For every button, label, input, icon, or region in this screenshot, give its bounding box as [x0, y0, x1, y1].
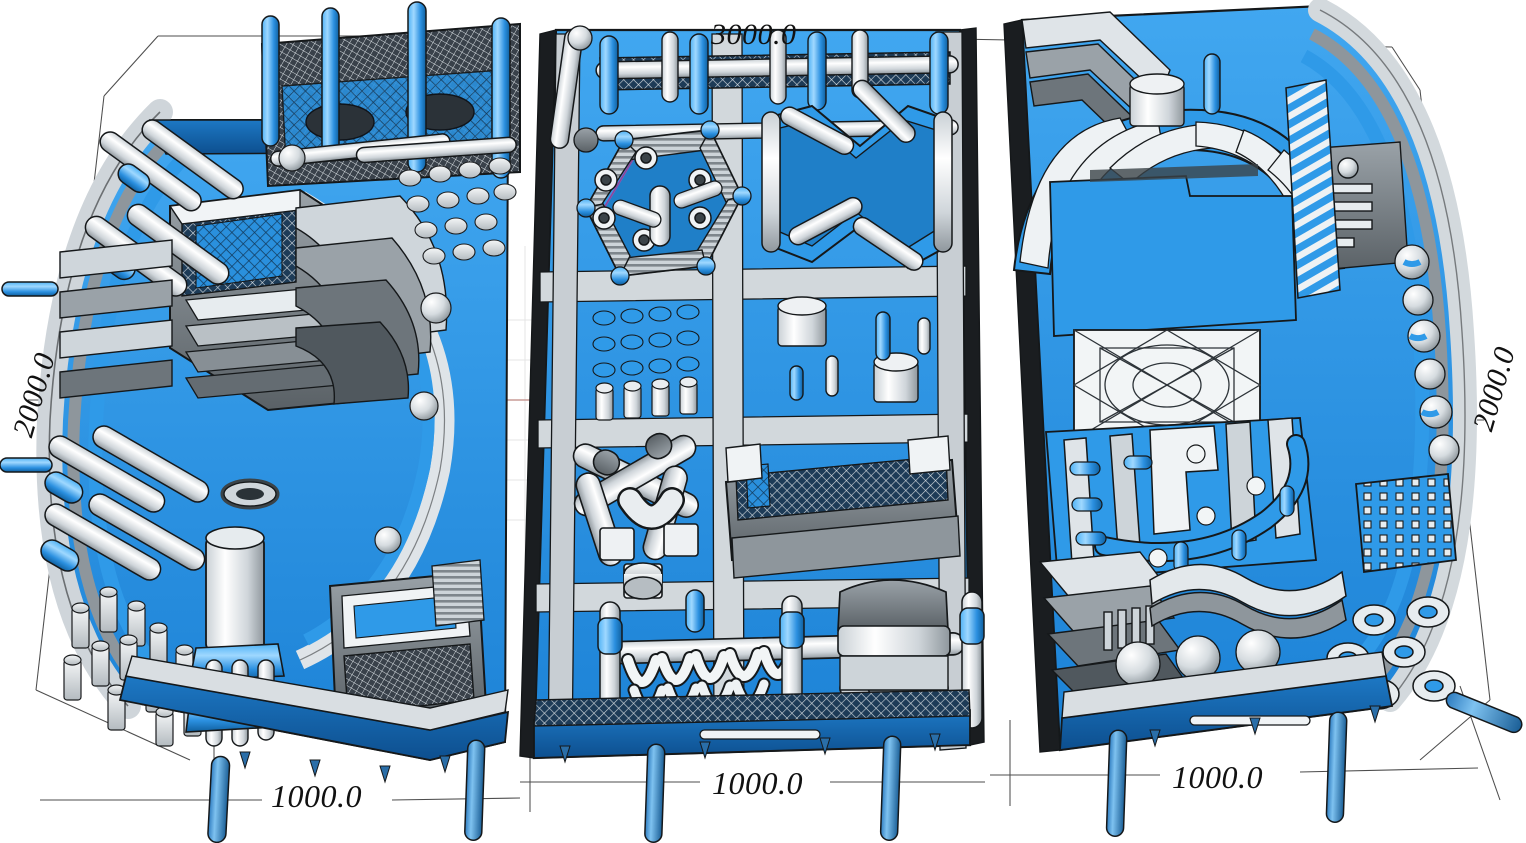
hexagonal-trampoline-arena[interactable] — [576, 120, 752, 286]
trampoline-cage-left[interactable] — [328, 559, 488, 724]
net-bridge-pit[interactable] — [724, 435, 961, 579]
dimension-label-overall-width: 3000.0 — [711, 18, 797, 51]
perforated-climb-panel[interactable] — [1355, 473, 1457, 574]
left-play-module[interactable] — [0, 1, 521, 762]
chevron-climbing-wall[interactable] — [761, 77, 953, 274]
climbing-net-tower[interactable] — [260, 1, 521, 188]
dimension-label-center-module-width: 1000.0 — [712, 765, 803, 801]
pipe-cross-maze[interactable] — [569, 429, 702, 600]
dimension-label-right-module-width: 1000.0 — [1172, 759, 1263, 795]
peg-stepper-grid-left[interactable] — [398, 157, 517, 265]
maze-walls[interactable] — [1045, 417, 1317, 581]
peg-stepper-grid-center[interactable] — [592, 304, 700, 421]
right-play-module[interactable] — [1003, 0, 1477, 753]
ladder-rails-left[interactable] — [59, 239, 173, 399]
ball-pit-arc — [278, 144, 452, 554]
wave-rail-right — [1149, 563, 1347, 639]
ball-pool-spheres — [1115, 629, 1281, 687]
ground-anchor-tabs — [239, 705, 1381, 784]
roller-slide-bank[interactable] — [295, 195, 448, 405]
floor-support-legs — [207, 691, 1523, 843]
dimension-label-left-module-width: 1000.0 — [271, 778, 362, 814]
prop-cylinders-center — [777, 296, 931, 403]
center-play-module[interactable] — [519, 25, 985, 760]
sphere-chain-right — [1285, 79, 1460, 466]
